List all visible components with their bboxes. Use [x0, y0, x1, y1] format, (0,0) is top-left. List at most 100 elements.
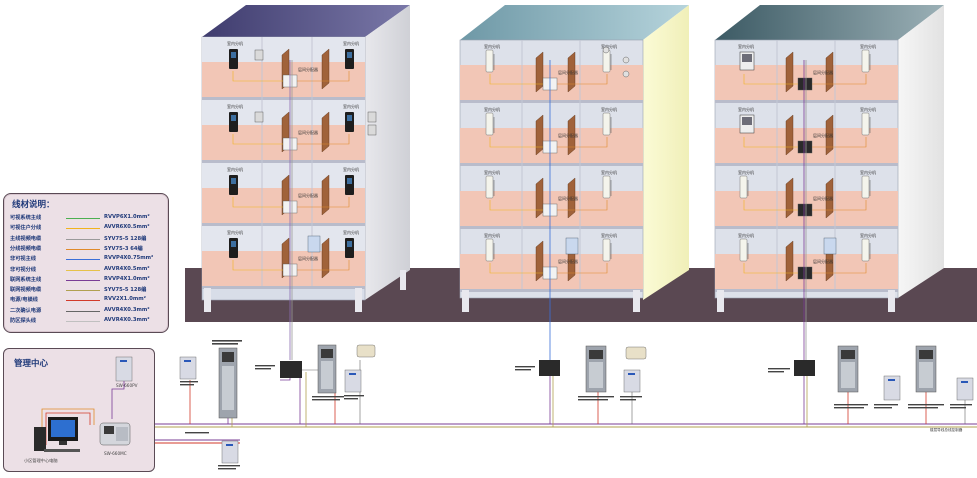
- ground-unit-icon: [307, 235, 321, 253]
- switcher-label: 层间分配器: [558, 258, 578, 264]
- switcher-label: 层间分配器: [558, 132, 578, 138]
- legend-cable-spec: AVVR4X0.3mm²: [104, 306, 150, 313]
- decoder-box-1: [280, 361, 302, 378]
- legend-cable-name: 可视住户分线: [10, 225, 42, 232]
- indoor-unit-label: 室内分机: [738, 169, 754, 175]
- branch-wire: [232, 71, 283, 82]
- branch-wire: [812, 263, 867, 274]
- legend-cable-name: 非可视主线: [10, 256, 36, 263]
- door-icon: [825, 51, 834, 93]
- handset-icon: [861, 175, 870, 199]
- door-icon: [567, 177, 576, 219]
- branch-wire: [232, 260, 283, 271]
- handset-icon: [485, 49, 494, 73]
- monitor-screen: [347, 115, 352, 121]
- legend-color-swatch: [66, 218, 100, 219]
- door-icon: [785, 240, 794, 282]
- handset-icon: [602, 175, 611, 199]
- sensor-icon: [254, 49, 264, 61]
- legend-color-swatch: [66, 310, 100, 312]
- indoor-unit-label: 室内分机: [601, 232, 617, 238]
- indoor-unit-label: 室内分机: [860, 43, 876, 49]
- door-icon: [321, 111, 330, 153]
- branch-wire: [812, 74, 867, 85]
- legend-color-swatch: [66, 269, 100, 271]
- legend-cable-name: 主线视频电缆: [10, 235, 42, 242]
- branch-wire: [743, 200, 798, 211]
- management-center: 管理中心 小区管理中心电脑 SW-660MC SW-660PV: [3, 348, 155, 472]
- decoder-box-3: [794, 360, 815, 376]
- indoor-unit-label: 室内分机: [860, 169, 876, 175]
- legend-cable-name: 电源/电锁线: [10, 297, 38, 304]
- handset-icon: [861, 49, 870, 73]
- door-icon: [535, 240, 544, 282]
- door-icon: [825, 114, 834, 156]
- psu-1: [179, 356, 197, 380]
- entrance-equipment: [110, 340, 974, 470]
- legend-color-swatch: [66, 228, 100, 230]
- legend-color-swatch: [66, 238, 100, 240]
- indoor-unit-label: 室内分机: [738, 106, 754, 112]
- switcher-label: 层间分配器: [558, 69, 578, 75]
- legend-cable-name: 可视系统主线: [10, 215, 42, 221]
- legend-cable-spec: AVVR6X0.5mm²: [104, 224, 150, 231]
- psu-4: [623, 369, 641, 393]
- legend-row: 可视住户分线 AVVR6X0.5mm²: [10, 224, 164, 234]
- indoor-unit-label: 室内分机: [484, 169, 500, 175]
- pc-tower: [34, 427, 46, 451]
- camera-icon: [602, 46, 610, 54]
- legend-color-swatch: [66, 279, 100, 281]
- branch-wire: [489, 137, 543, 148]
- decoder-box-2: [539, 360, 560, 376]
- legend-row: 非可视分线 AVVR4X0.5mm²: [10, 266, 164, 276]
- legend-color-swatch: [66, 321, 100, 322]
- door-icon: [785, 114, 794, 156]
- handset-icon: [602, 112, 611, 136]
- handset-icon: [861, 238, 870, 262]
- psu-6: [956, 377, 974, 401]
- door-icon: [785, 177, 794, 219]
- sensor-icon: [254, 111, 264, 123]
- door-icon: [535, 114, 544, 156]
- indoor-unit-label: 室内分机: [343, 166, 359, 172]
- network-bus: [100, 360, 977, 444]
- camera-icon: [622, 70, 630, 78]
- legend-cable-spec: RVV2X1.0mm²: [104, 296, 146, 303]
- branch-wire: [489, 74, 543, 85]
- branch-wire: [743, 137, 798, 148]
- handset-icon: [485, 238, 494, 262]
- indoor-unit-label: 室内分机: [484, 232, 500, 238]
- psu-2: [344, 369, 362, 393]
- switcher-label: 层间分配器: [298, 192, 318, 198]
- legend-color-swatch: [66, 259, 100, 261]
- branch-wire: [812, 137, 867, 148]
- legend-cable-name: 非可视分线: [10, 266, 36, 273]
- indoor-unit-label: 室内分机: [343, 229, 359, 235]
- indoor-unit-label: 室内分机: [227, 40, 243, 46]
- pc-label: 小区管理中心电脑: [24, 457, 58, 464]
- indoor-unit-label: 室内分机: [227, 103, 243, 109]
- indoor-unit-label: 室内分机: [601, 106, 617, 112]
- indoor-unit-label: 室内分机: [343, 40, 359, 46]
- branch-wire: [743, 263, 798, 274]
- branch-wire: [297, 71, 350, 82]
- switcher-label: 层间分配器: [298, 129, 318, 135]
- monitor-screen: [742, 117, 752, 125]
- branch-wire: [297, 260, 350, 271]
- indoor-unit-label: 室内分机: [601, 43, 617, 49]
- legend-cable-spec: SYV75-3 64编: [104, 245, 143, 252]
- handset-icon: [739, 175, 748, 199]
- door-icon: [785, 51, 794, 93]
- ground-unit-icon: [565, 237, 579, 255]
- legend-cable-spec: AVVR4X0.5mm²: [104, 265, 150, 272]
- legend-title: 线材说明：: [12, 200, 55, 210]
- sensor-icon: [367, 124, 377, 136]
- branch-wire: [297, 134, 350, 145]
- branch-wire: [743, 74, 798, 85]
- floor-switcher-icon: [797, 140, 813, 154]
